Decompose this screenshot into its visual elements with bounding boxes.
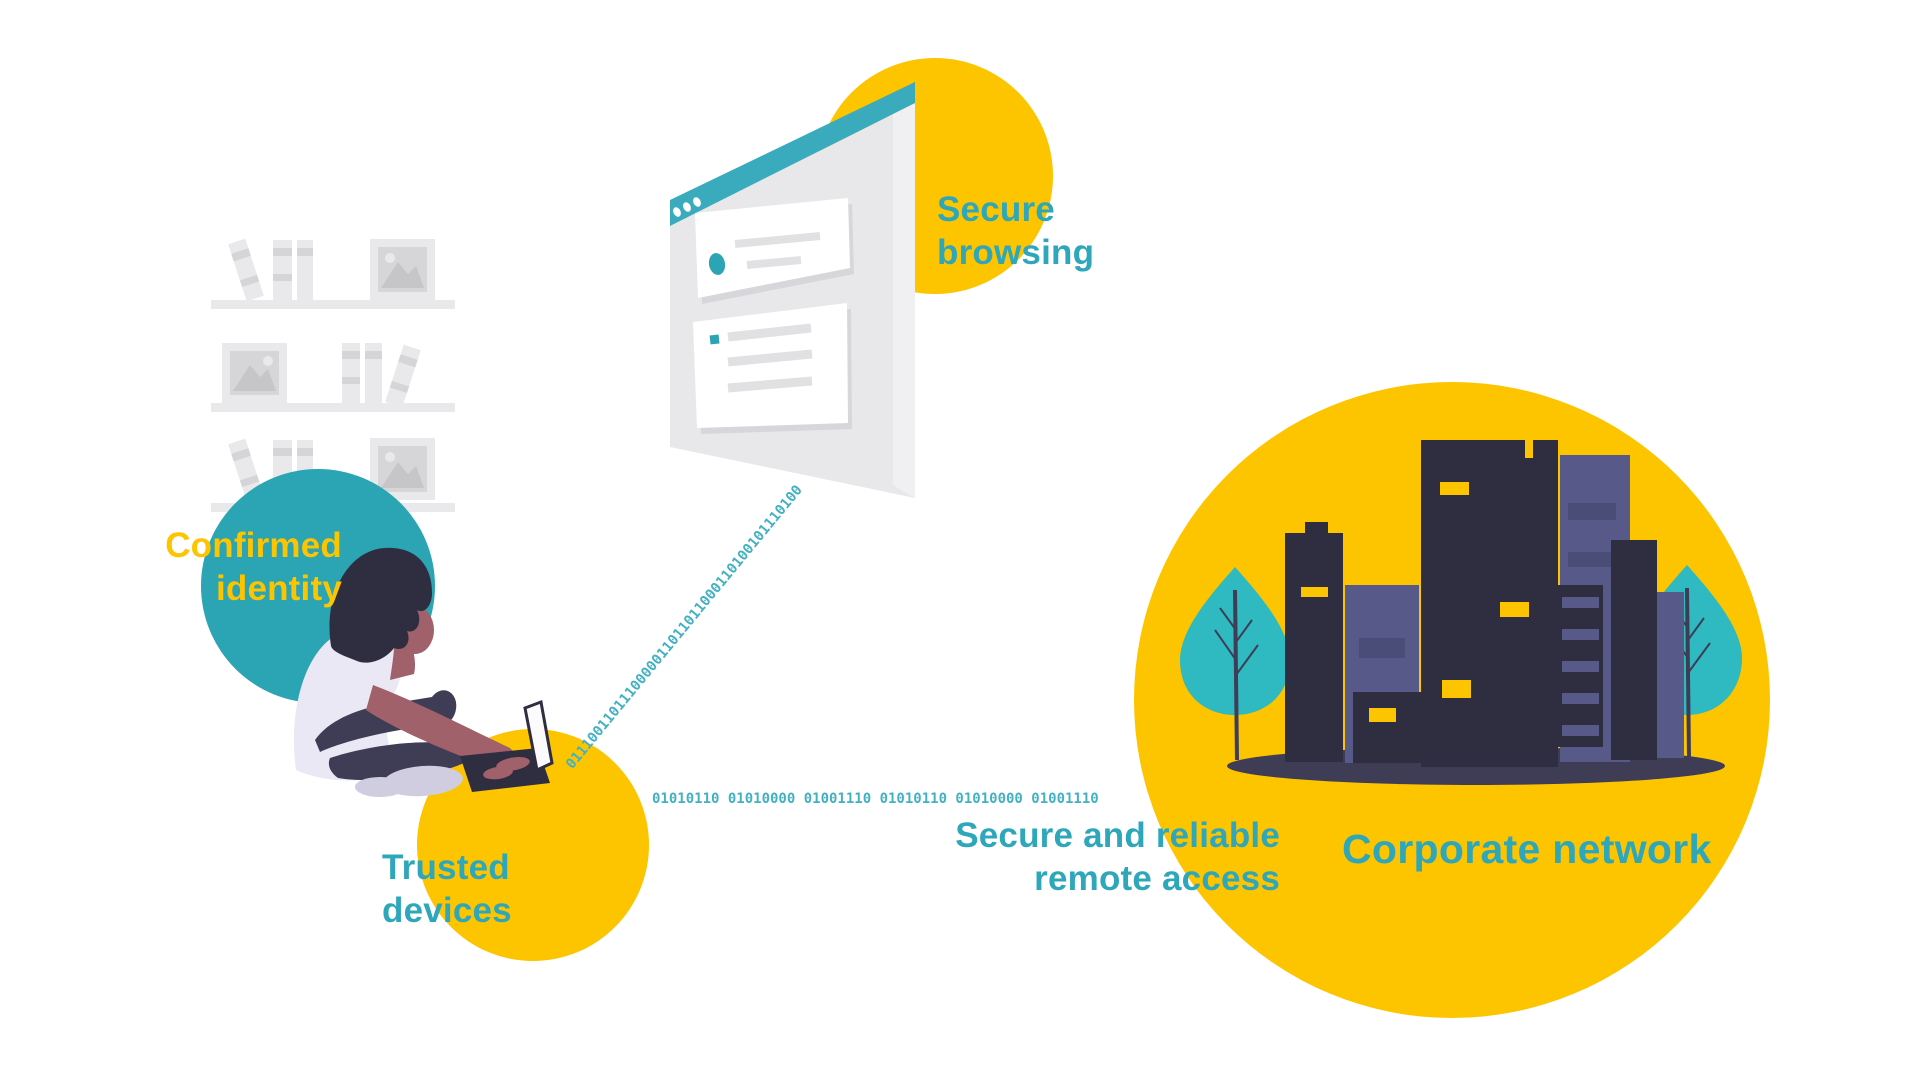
corporate-network-label: Corporate network: [1342, 826, 1712, 872]
bullet-icon: [709, 334, 720, 345]
confirmed-identity-label: Confirmed identity: [130, 524, 342, 610]
neck: [390, 644, 416, 680]
city-illustration: [1134, 382, 1770, 1018]
building: [1611, 540, 1657, 760]
secure-browsing-label: Secure browsing: [937, 188, 1094, 274]
browser-body-edge: [893, 103, 915, 498]
shelf-row-1: [211, 238, 455, 309]
picture-frame-icon: [370, 438, 435, 500]
arm: [366, 685, 525, 772]
profile-card: [695, 198, 854, 304]
tilted-book-icon: [228, 438, 264, 502]
article-card: [693, 303, 852, 434]
remote-access-line1: Secure and reliable: [955, 816, 1280, 855]
window: [1568, 552, 1616, 567]
lit-window: [1440, 482, 1469, 495]
remote-access-label: Secure and reliable remote access: [930, 814, 1280, 900]
lit-window: [1500, 602, 1529, 617]
window: [1568, 503, 1616, 520]
tilted-book-icon: [385, 344, 421, 408]
building: [1285, 533, 1343, 762]
window: [1359, 638, 1405, 658]
building: [1657, 592, 1684, 758]
shoe: [355, 777, 405, 797]
hair: [329, 547, 433, 663]
tilted-book-icon: [228, 238, 264, 302]
laptop-screen: [523, 699, 554, 773]
browser-titlebar: [670, 82, 915, 226]
shelf-bar: [211, 300, 455, 309]
seated-person: [293, 547, 525, 797]
trusted-devices-line1: Trusted: [382, 848, 510, 887]
shelf-bar: [211, 403, 455, 412]
confirmed-identity-line1: Confirmed: [165, 526, 342, 565]
trusted-devices-label: Trusted devices: [382, 846, 512, 932]
picture-frame-icon: [222, 343, 287, 403]
buildings: [1285, 440, 1684, 767]
hand: [483, 766, 513, 780]
lit-window: [1369, 708, 1396, 722]
building: [1353, 692, 1421, 763]
picture-frame-icon: [370, 239, 435, 300]
laptop-icon: [460, 699, 554, 792]
browser-window: [670, 82, 915, 498]
secure-browsing-line1: Secure: [937, 190, 1055, 229]
lit-window: [1301, 587, 1328, 597]
person-illustration: [201, 469, 649, 961]
remote-access-line2: remote access: [1034, 859, 1280, 898]
horizontal-binary-stream: 01010110 01010000 01001110 01010110 0101…: [652, 791, 1099, 807]
browser-illustration: [670, 58, 1053, 498]
confirmed-identity-line2: identity: [215, 569, 342, 608]
window-control-dots-icon: [673, 197, 701, 217]
secure-browsing-line2: browsing: [937, 233, 1095, 272]
tree-icon: [1180, 567, 1290, 761]
lit-window: [1442, 680, 1471, 698]
avatar: [708, 253, 726, 275]
shelf-row-2: [211, 343, 455, 412]
trusted-devices-line2: devices: [382, 891, 512, 930]
